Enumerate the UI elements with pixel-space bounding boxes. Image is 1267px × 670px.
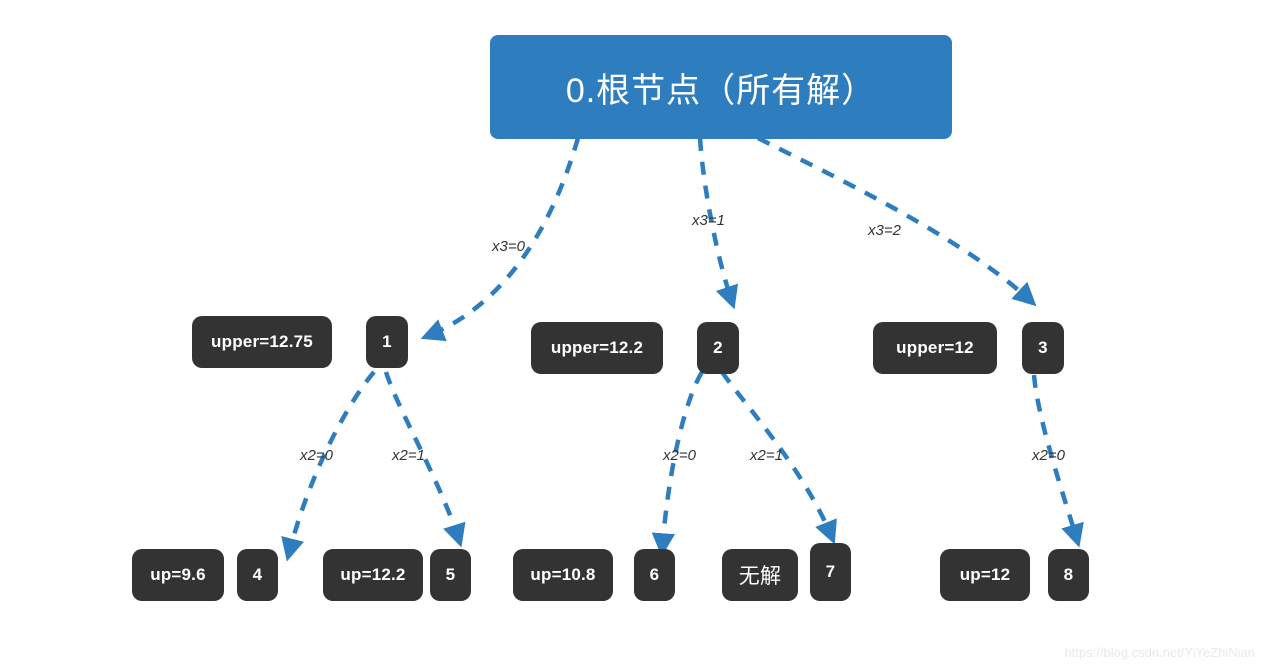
edge-label-root-to-1: x3=0 — [492, 238, 525, 255]
bound-label-node-8-text: up=12 — [959, 565, 1011, 584]
edge-root-to-3 — [756, 135, 1037, 307]
watermark: https://blog.csdn.net/YiYeZhiNian — [1064, 645, 1255, 660]
node-4[interactable]: 4 — [237, 549, 278, 601]
node-3[interactable]: 3 — [1022, 322, 1064, 374]
bound-label-node-4-text: up=9.6 — [150, 565, 206, 584]
node-5-label: 5 — [445, 565, 456, 584]
bound-label-node-6-text: up=10.8 — [530, 565, 596, 584]
bound-label-node-6: up=10.8 — [513, 549, 613, 601]
bound-label-node-7: 无解 — [722, 549, 798, 601]
node-8[interactable]: 8 — [1048, 549, 1089, 601]
node-5[interactable]: 5 — [430, 549, 471, 601]
bound-label-node-3: upper=12 — [873, 322, 997, 374]
node-6-label: 6 — [649, 565, 660, 584]
edge-label-root-to-2: x3=1 — [692, 212, 725, 229]
node-root[interactable]: 0.根节点（所有解） — [490, 35, 952, 139]
node-1[interactable]: 1 — [366, 316, 408, 368]
bound-label-node-1-text: upper=12.75 — [211, 332, 313, 351]
bound-label-node-5: up=12.2 — [323, 549, 423, 601]
node-4-label: 4 — [252, 565, 263, 584]
edge-label-2-to-7: x2=1 — [750, 447, 783, 464]
node-7[interactable]: 7 — [810, 543, 851, 601]
bound-label-node-2: upper=12.2 — [531, 322, 663, 374]
node-2-label: 2 — [713, 338, 723, 357]
bound-label-node-8: up=12 — [940, 549, 1030, 601]
node-7-label: 7 — [825, 562, 836, 581]
edge-label-1-to-5: x2=1 — [392, 447, 425, 464]
edge-label-root-to-3: x3=2 — [868, 222, 901, 239]
node-2[interactable]: 2 — [697, 322, 739, 374]
bound-label-node-7-text: 无解 — [738, 565, 782, 588]
bound-label-node-4: up=9.6 — [132, 549, 224, 601]
bound-label-node-2-text: upper=12.2 — [550, 338, 644, 357]
bound-label-node-1: upper=12.75 — [192, 316, 332, 368]
node-1-label: 1 — [382, 332, 392, 351]
node-6[interactable]: 6 — [634, 549, 675, 601]
edge-label-3-to-8: x2=0 — [1032, 447, 1065, 464]
bound-label-node-3-text: upper=12 — [896, 338, 974, 357]
edge-label-2-to-6: x2=0 — [663, 447, 696, 464]
node-3-label: 3 — [1038, 338, 1048, 357]
edge-label-1-to-4: x2=0 — [300, 447, 333, 464]
node-root-label: 0.根节点（所有解） — [565, 71, 877, 110]
node-8-label: 8 — [1063, 565, 1074, 584]
bound-label-node-5-text: up=12.2 — [340, 565, 406, 584]
edge-1-to-4 — [281, 370, 376, 562]
